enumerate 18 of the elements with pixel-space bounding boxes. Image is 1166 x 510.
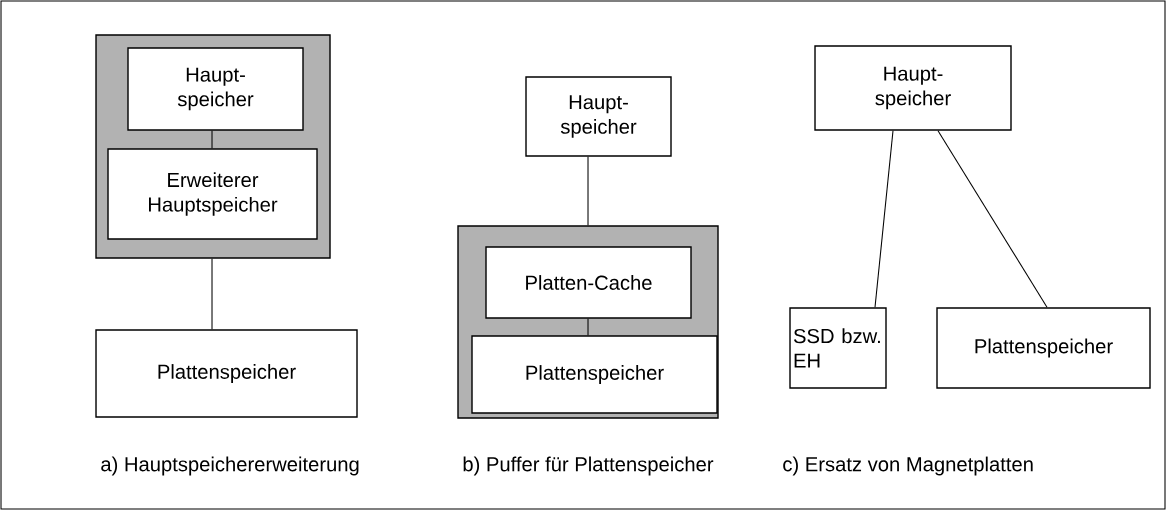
memory-box: Plattenspeicher bbox=[936, 307, 1151, 389]
memory-box: Haupt- speicher bbox=[525, 76, 672, 157]
connector-line bbox=[211, 130, 213, 149]
connector-line bbox=[874, 130, 894, 308]
memory-box: Haupt- speicher bbox=[127, 47, 304, 131]
memory-box: Plattenspeicher bbox=[471, 335, 718, 414]
memory-box: Erweiterer Hauptspeicher bbox=[107, 148, 318, 240]
memory-box: Haupt- speicher bbox=[814, 45, 1012, 131]
connector-line bbox=[211, 258, 213, 330]
memory-box: SSD bzw. EH bbox=[789, 307, 887, 389]
caption: a) Hauptspeichererweiterung bbox=[101, 456, 359, 476]
connector-line bbox=[937, 130, 1048, 308]
memory-box: Platten-Cache bbox=[485, 246, 692, 319]
memory-box: Plattenspeicher bbox=[95, 329, 358, 418]
connector-line bbox=[587, 318, 589, 336]
caption: c) Ersatz von Magnetplatten bbox=[783, 456, 1033, 476]
caption: b) Puffer für Plattenspeicher bbox=[463, 456, 714, 476]
connector-line bbox=[587, 156, 589, 226]
